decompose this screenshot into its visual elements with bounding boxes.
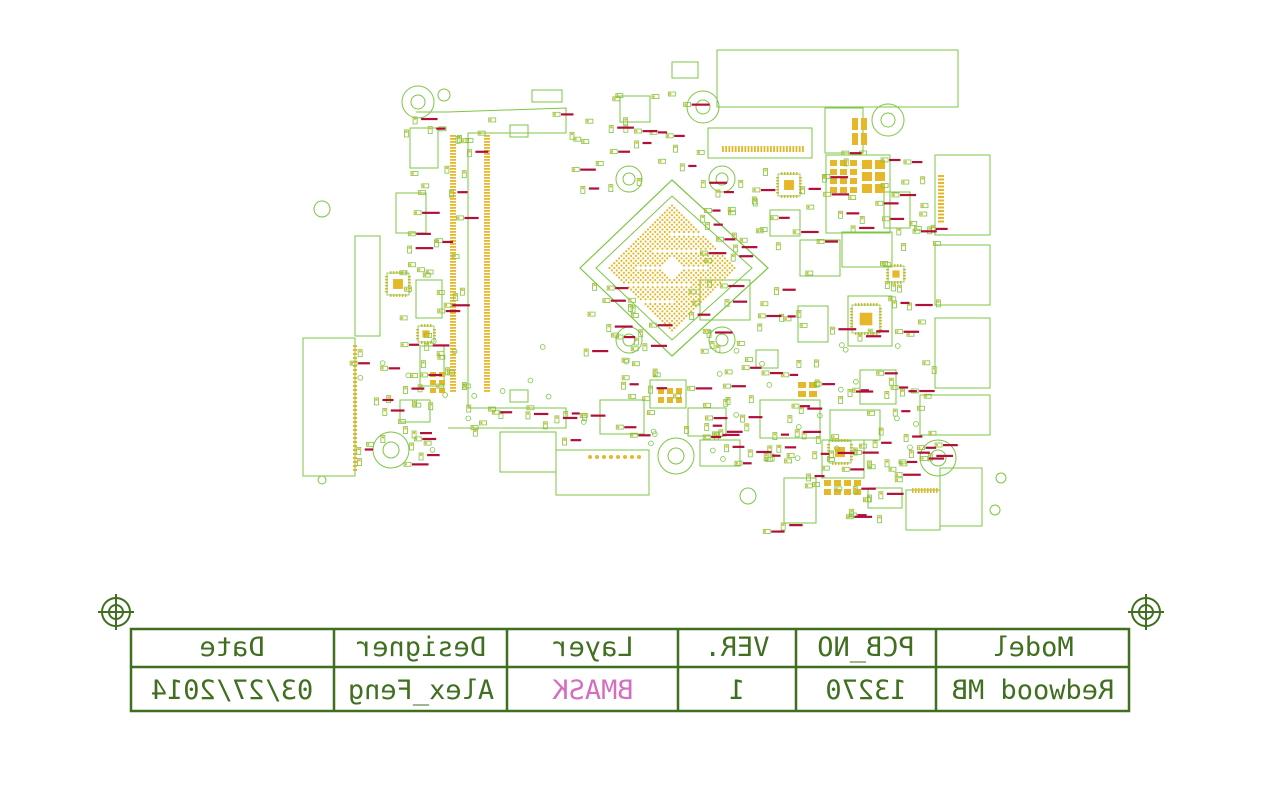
fiducial-icon-left [98,594,134,630]
value-designer: Alex_Feng [348,675,494,706]
header-date: Date [199,632,264,663]
mounting-holes [313,85,1007,516]
value-layer: BMASK [552,675,634,706]
header-pcb-no: PCB_NO [817,632,915,663]
reference-designators [358,103,958,533]
header-designer: Designer [356,632,486,663]
header-layer: Layer [552,632,633,663]
header-ver: VER. [704,632,769,663]
fiducial-icon-right [1128,594,1164,630]
value-pcb-no: 13270 [825,675,906,706]
value-ver: 1 [729,675,745,706]
value-date: 03/27/2014 [151,675,314,706]
component-outlines-small [349,91,943,534]
header-model: Model [992,632,1073,663]
component-pads [350,92,944,533]
title-block: Date Designer Layer VER. PCB_NO Model 03… [129,627,1131,713]
value-model: Redwood MB [952,675,1115,706]
